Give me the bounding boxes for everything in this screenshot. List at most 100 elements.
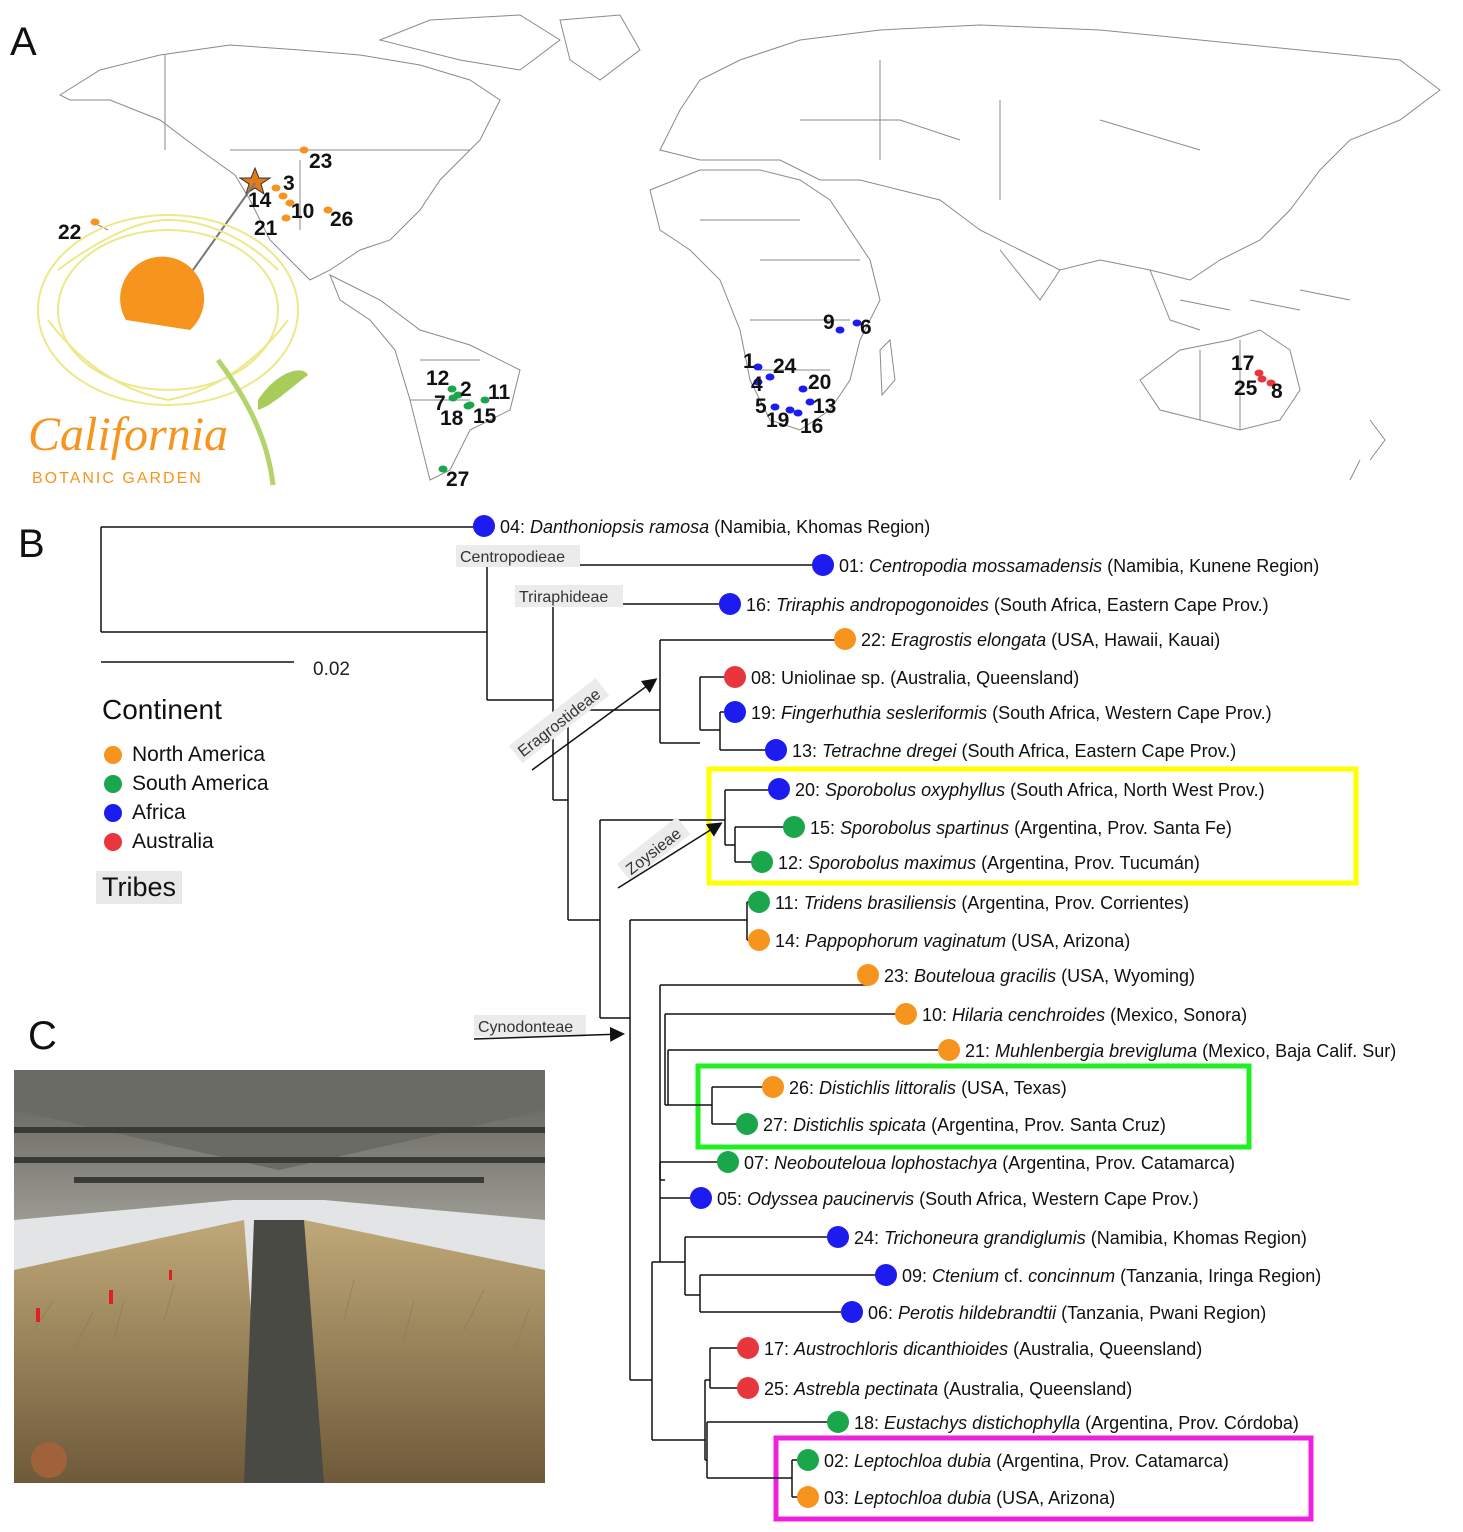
taxon-label: 20: Sporobolus oxyphyllus (South Africa,… [795,780,1265,800]
legend-tribes: Tribes [96,871,183,904]
tip-dot [717,1151,739,1173]
map-point [480,396,490,404]
garden-star-icon [238,166,272,196]
tip-dot [736,1113,758,1135]
taxon-label: 19: Fingerhuthia sesleriformis (South Af… [751,703,1272,723]
cynodonteae-arrow [473,1026,625,1042]
panel-label-c: C [28,1014,57,1058]
tribe-label-centropodieae: Centropodieae [456,545,580,567]
map-point [90,218,100,226]
map-point-label: 7 [434,392,446,415]
taxon-label: 25: Astrebla pectinata (Australia, Queen… [764,1379,1132,1399]
logo-subtitle: BOTANIC GARDEN [32,470,203,487]
eragrostideae-arrow [531,678,658,771]
taxon-label: 22: Eragrostis elongata (USA, Hawaii, Ka… [861,630,1220,650]
map-point [793,409,803,417]
tip-dot [857,964,879,986]
map-point [785,406,795,414]
map-point [1257,375,1267,383]
legend-label: Africa [132,801,186,824]
taxon-label: 10: Hilaria cenchroides (Mexico, Sonora) [922,1005,1247,1025]
taxon-label: 12: Sporobolus maximus (Argentina, Prov.… [778,853,1200,873]
svg-text:Centropodieae: Centropodieae [460,549,565,566]
tip-dot [895,1003,917,1025]
taxon-label: 11: Tridens brasiliensis (Argentina, Pro… [775,893,1189,913]
taxon-label: 07: Neobouteloua lophostachya (Argentina… [744,1153,1235,1173]
legend-dot-icon [104,833,122,851]
legend-item-north-america: North America [104,743,265,767]
map-point [285,199,295,207]
legend-dot-icon [104,804,122,822]
tip-dot [737,1377,759,1399]
tribe-label-triraphideae: Triraphideae [515,585,623,607]
tip-dot [748,929,770,951]
map-point [465,401,475,409]
map-point-label: 8 [1271,380,1283,403]
map-point [753,378,763,386]
map-point-label: 9 [823,311,835,334]
tip-dot [938,1039,960,1061]
map-point [753,363,763,371]
map-point-label: 19 [766,409,789,432]
map-point [448,394,458,402]
taxon-label: 18: Eustachys distichophylla (Argentina,… [854,1413,1299,1433]
tip-dot [737,1337,759,1359]
taxon-label: 02: Leptochloa dubia (Argentina, Prov. C… [824,1451,1229,1471]
map-point-label: 20 [808,371,831,394]
map-point [323,206,333,214]
map-point-label: 13 [813,395,836,418]
map-point [271,184,281,192]
scale-bar-label: 0.02 [313,659,350,680]
map-point-label: 12 [426,367,449,390]
poppy-stem [215,358,276,486]
map-point-label: 2 [460,378,472,401]
tribe-label-cynodonteae: Cynodonteae [474,1015,586,1037]
tip-dot [765,739,787,761]
tip-dot [762,1076,784,1098]
legend-dot-icon [104,746,122,764]
map-point [835,326,845,334]
taxon-label: 16: Triraphis andropogonoides (South Afr… [746,595,1269,615]
tip-dot [797,1449,819,1471]
tip-dot [875,1264,897,1286]
taxon-label: 03: Leptochloa dubia (USA, Arizona) [824,1488,1115,1508]
map-point [798,385,808,393]
tip-dot [751,851,773,873]
map-point-label: 16 [800,415,823,438]
map-point-label: 21 [254,217,278,240]
tip-dot [690,1187,712,1209]
map-point [1254,369,1264,377]
tip-dot [473,515,495,537]
tip-dot [812,554,834,576]
map-point [281,214,291,222]
tip-dot [797,1486,819,1508]
tip-dot [748,891,770,913]
map-point [299,146,309,154]
svg-text:Cynodonteae: Cynodonteae [478,1019,573,1036]
map-point [805,398,815,406]
map-point-label: 10 [291,200,314,223]
eurasia-outline [659,24,1441,281]
taxon-label: 08: Uniolinae sp. (Australia, Queensland… [751,668,1079,688]
map-point-label: 24 [773,355,797,378]
tip-dot [724,666,746,688]
australia-outline [1139,329,1301,431]
map-point [852,319,862,327]
map-point-label: 3 [283,172,295,195]
greenhouse-photo [14,1070,545,1483]
taxon-label: 17: Austrochloris dicanthioides (Austral… [764,1339,1202,1359]
tip-dot [827,1226,849,1248]
tip-dot [834,628,856,650]
taxon-label: 05: Odyssea paucinervis (South Africa, W… [717,1189,1199,1209]
legend-label: South America [132,772,269,795]
legend-item-australia: Australia [104,830,214,854]
taxon-label: 06: Perotis hildebrandtii (Tanzania, Pwa… [868,1303,1266,1323]
svg-text:Triraphideae: Triraphideae [519,589,608,606]
map-point [1266,379,1276,387]
africa-outline [649,169,881,431]
map-point-label: 5 [755,395,767,418]
map-point-label: 17 [1231,352,1254,375]
map-point-label: 23 [309,150,332,173]
legend-item-africa: Africa [104,801,186,825]
